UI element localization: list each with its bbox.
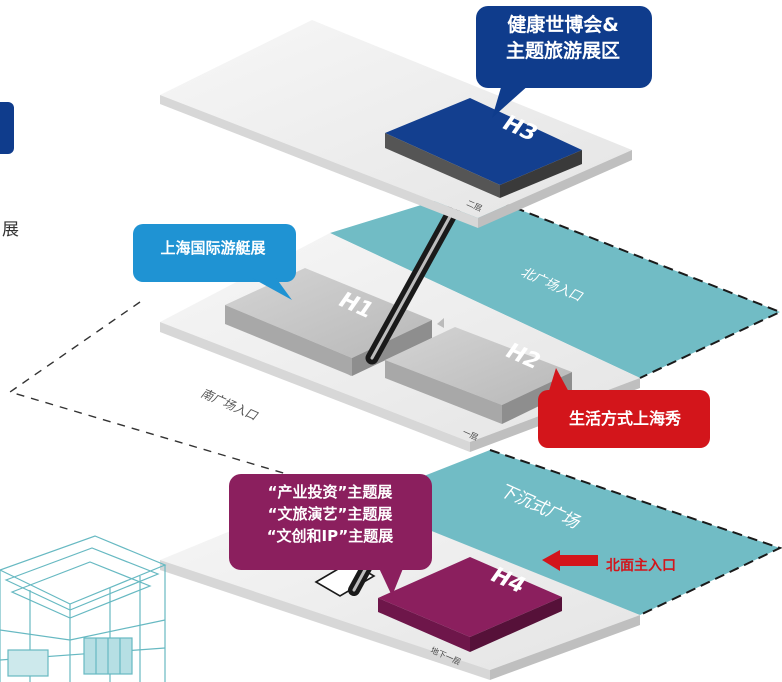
callout-h1-bubble <box>133 224 296 300</box>
callout-h3[interactable]: 健康世博会& 主题旅游展区 <box>478 12 648 64</box>
callout-h1[interactable]: 上海国际游艇展 <box>160 239 266 257</box>
callout-h2[interactable]: 生活方式上海秀 <box>568 409 681 428</box>
callout-h3-line-1: 健康世博会& <box>507 14 619 36</box>
callout-h3-bubble <box>476 6 652 118</box>
north-main-entrance-label: 北面主入口 <box>606 558 676 574</box>
side-text: 展 <box>2 220 19 240</box>
callout-h4-line-2: “文旅演艺”主题展 <box>267 505 393 523</box>
callout-h2-bubble <box>538 368 710 448</box>
south-plaza-outline <box>8 301 416 513</box>
side-tab[interactable] <box>0 102 14 154</box>
escalator-upper <box>365 195 465 365</box>
callout-h4-line-3: “文创和IP”主题展 <box>266 527 394 545</box>
north-main-entrance-arrow-icon <box>542 550 598 571</box>
callout-h4[interactable]: “产业投资”主题展 “文旅演艺”主题展 “文创和IP”主题展 <box>240 481 420 547</box>
pavilion-sketch-icon <box>0 535 167 682</box>
hall-h4[interactable]: H4 <box>378 557 562 652</box>
hall-h3[interactable]: H3 <box>385 98 582 198</box>
callout-h4-bubble <box>229 474 432 596</box>
callout-h4-line-1: “产业投资”主题展 <box>267 483 393 501</box>
callout-h3-line-2: 主题旅游展区 <box>505 40 620 62</box>
south-plaza-label: 南广场入口 <box>199 386 260 424</box>
